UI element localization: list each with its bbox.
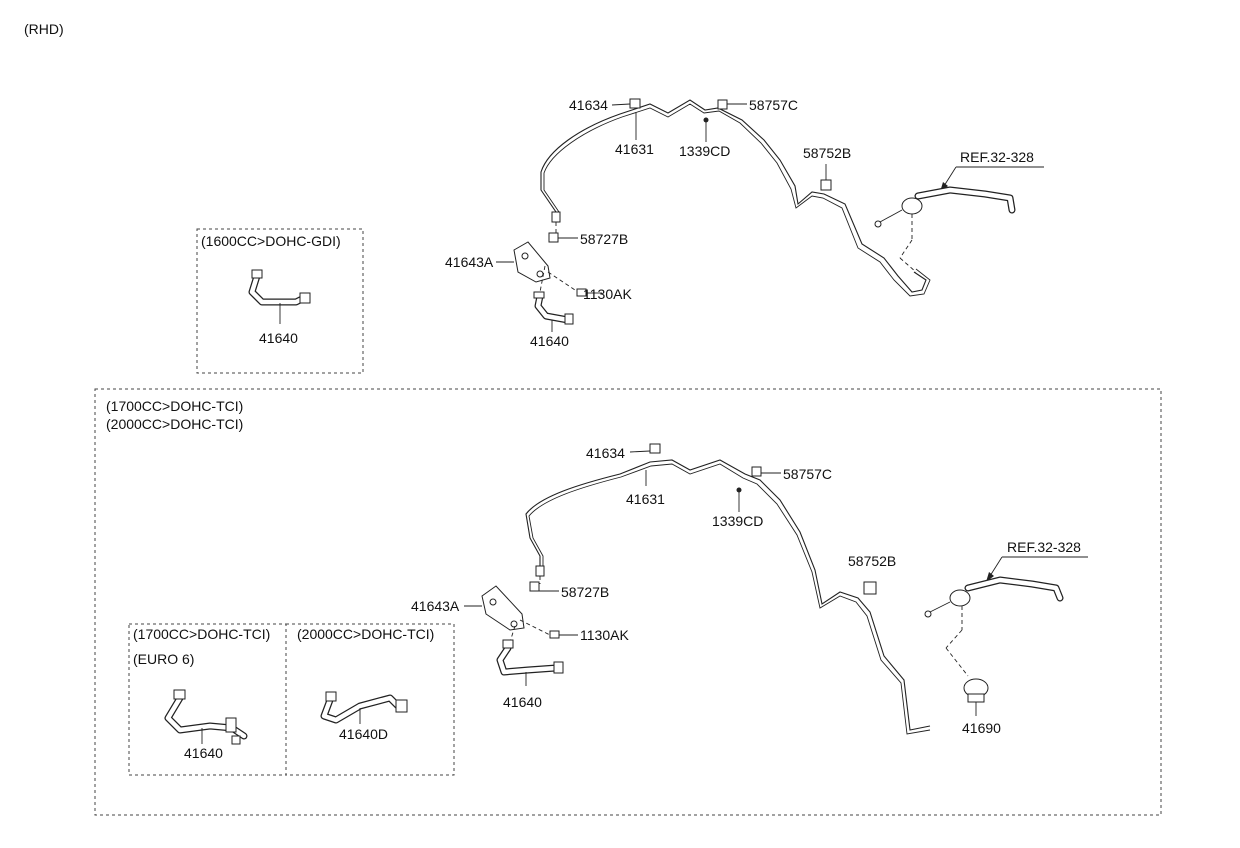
lower-assembly: (1700CC>DOHC-TCI) (2000CC>DOHC-TCI) 4163… [94, 388, 1162, 816]
label-1339CD: 1339CD [679, 143, 730, 159]
clip-58752B-lower[interactable] [863, 581, 877, 595]
bolt-1130AK-lower[interactable] [549, 630, 560, 639]
master-cylinder-lower[interactable] [949, 589, 971, 607]
inset-1600cc-condition: (1600CC>DOHC-GDI) [201, 233, 341, 249]
inset-1700cc-frame [128, 623, 287, 776]
bolt-1130AK[interactable] [576, 288, 587, 297]
label-41640-gdi: 41640 [259, 330, 298, 346]
label-58727B-lower: 58727B [561, 584, 609, 600]
label-41643A-lower: 41643A [411, 598, 460, 614]
lower-condition-2: (2000CC>DOHC-TCI) [106, 416, 243, 432]
label-1130AK: 1130AK [583, 286, 632, 302]
inset-1700cc-condition: (1700CC>DOHC-TCI) [133, 626, 270, 642]
label-ref-32-328: REF.32-328 [960, 149, 1034, 165]
label-58752B-lower: 58752B [848, 553, 896, 569]
bolt-1339CD[interactable] [703, 117, 709, 123]
clip-58757C-lower[interactable] [751, 466, 762, 477]
label-1339CD-lower: 1339CD [712, 513, 763, 529]
clip-58752B[interactable] [820, 179, 832, 191]
clutch-tube-top-outline [543, 103, 931, 297]
bracket-41643A[interactable] [513, 241, 551, 283]
top-assembly: 41634 41631 1339CD 58757C 58752B REF.32-… [445, 97, 1044, 349]
label-41631: 41631 [615, 141, 654, 157]
inset-1600cc: (1600CC>DOHC-GDI) 41640 [196, 228, 364, 374]
label-41640-top: 41640 [530, 333, 569, 349]
bolt-1339CD-lower[interactable] [736, 487, 742, 493]
clip-41634[interactable] [629, 98, 641, 109]
bracket-41643A-lower[interactable] [481, 585, 525, 631]
label-58752B: 58752B [803, 145, 851, 161]
inset-2000cc-condition: (2000CC>DOHC-TCI) [297, 626, 434, 642]
label-41640-lower: 41640 [503, 694, 542, 710]
clutch-tube-lower-outline [528, 463, 931, 735]
clip-58757C[interactable] [717, 99, 728, 110]
variant-label: (RHD) [24, 21, 64, 37]
inset-1700cc-note: (EURO 6) [133, 651, 194, 667]
label-41690: 41690 [962, 720, 1001, 736]
label-58727B: 58727B [580, 231, 628, 247]
master-cylinder-41620[interactable] [901, 197, 923, 215]
label-41634-lower: 41634 [586, 445, 625, 461]
label-58757C-lower: 58757C [783, 466, 832, 482]
lower-group-frame [94, 388, 1162, 816]
label-1130AK-lower: 1130AK [580, 627, 629, 643]
label-41634: 41634 [569, 97, 608, 113]
label-41640D: 41640D [339, 726, 388, 742]
label-41640-euro6: 41640 [184, 745, 223, 761]
lower-condition-1: (1700CC>DOHC-TCI) [106, 398, 243, 414]
clip-58727B[interactable] [548, 232, 559, 243]
label-ref-32-328-lower: REF.32-328 [1007, 539, 1081, 555]
label-58757C: 58757C [749, 97, 798, 113]
clutch-tube-lower[interactable] [525, 459, 931, 731]
clip-58727B-lower[interactable] [529, 581, 540, 592]
clip-41634-lower[interactable] [649, 443, 661, 454]
clutch-tube-top[interactable] [540, 99, 927, 293]
label-41631-lower: 41631 [626, 491, 665, 507]
inset-1600cc-frame [196, 228, 364, 374]
label-41643A: 41643A [445, 254, 494, 270]
inset-2000cc-frame [285, 623, 455, 776]
